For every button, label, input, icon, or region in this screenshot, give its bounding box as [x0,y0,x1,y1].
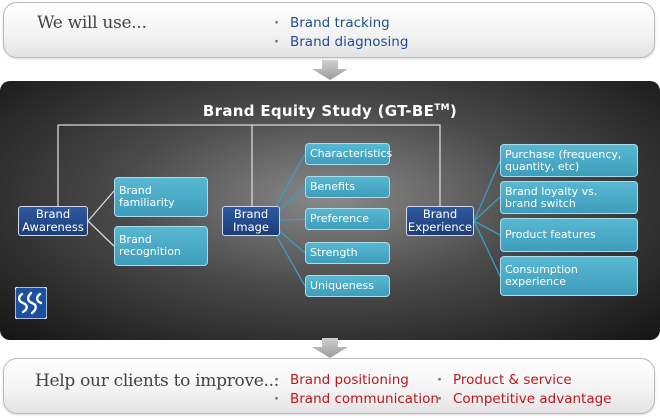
improve-item: Brand communication [274,390,439,409]
purchase-node: Purchase (frequency,quantity, etc) [500,144,638,177]
improve-item: Product & service [437,371,612,390]
benefits-node: Benefits [305,176,390,198]
usage-item: Brand tracking [274,14,408,33]
brand-recognition-node: Brand recognition [114,226,208,266]
usage-list: Brand tracking Brand diagnosing [274,14,408,52]
improve-list-1: Brand positioning Brand communication [274,371,439,409]
improve-item: Brand positioning [274,371,439,390]
connector-lines [57,124,501,287]
diagram-title: Brand Equity Study (GT-BETM) [202,102,458,120]
top-heading: We will use... [37,13,147,33]
usage-item: Brand diagnosing [274,33,408,52]
brand-familiarity-node: Brand familiarity [114,177,208,217]
down-arrow-icon [312,338,348,358]
brand-loyalty-node: Brand loyalty vs.brand switch [500,181,638,214]
company-logo-icon [15,287,47,319]
uniqueness-node: Uniqueness [305,275,390,297]
top-panel: We will use... Brand tracking Brand diag… [3,2,655,58]
characteristics-node: Characteristics [305,143,392,165]
improve-list-2: Product & service Competitive advantage [437,371,612,409]
consumption-experience-node: Consumption experience [500,256,638,296]
strength-node: Strength [305,242,390,264]
product-features-node: Product features [500,218,638,252]
preference-node: Preference [305,208,390,230]
improve-item: Competitive advantage [437,390,612,409]
bottom-heading: Help our clients to improve... [35,371,279,391]
bottom-panel: Help our clients to improve... Brand pos… [3,358,655,414]
down-arrow-icon [312,60,348,80]
